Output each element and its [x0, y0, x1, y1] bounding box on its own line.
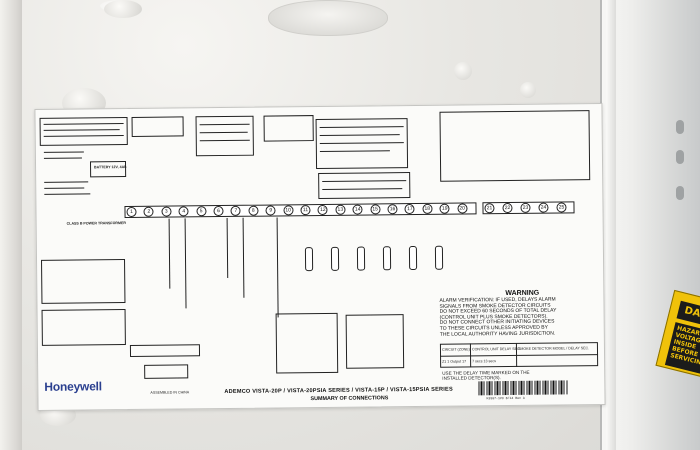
wire [242, 217, 245, 298]
table-cell-delay: 7 secs 13 secs [472, 359, 496, 364]
terminal-24: 24 [538, 202, 549, 213]
terminal-3: 3 [161, 206, 172, 217]
text-line [43, 157, 82, 159]
text-line [43, 151, 84, 153]
terminal-8: 8 [248, 205, 259, 216]
wire [276, 217, 279, 318]
terminal-6: 6 [213, 206, 224, 217]
note-box [131, 116, 184, 137]
terminal-22: 22 [502, 202, 513, 214]
note-box [263, 115, 314, 142]
class-b-transformer-note: CLASS B POWER TRANSFORMER [66, 221, 126, 226]
wire [168, 218, 171, 289]
summary-title: SUMMARY OF CONNECTIONS [310, 395, 389, 403]
cabinet-side-lip [0, 0, 22, 450]
text-line [44, 193, 91, 195]
zone-resistor [408, 245, 418, 271]
terminal-21: 21 [484, 203, 495, 214]
terminal-1: 1 [126, 206, 137, 218]
terminal-10: 10 [283, 205, 294, 216]
text-line [44, 187, 85, 189]
terminal-20: 20 [457, 203, 468, 214]
honeywell-logo: Honeywell [44, 379, 102, 394]
zone-resistor [356, 246, 366, 271]
table-header-control: CONTROL UNIT DELAY SEC. [471, 346, 521, 352]
terminal-11: 11 [300, 205, 311, 216]
barcode [478, 380, 569, 396]
note-box [41, 259, 126, 304]
text-line [44, 181, 89, 183]
terminal-16: 16 [387, 204, 398, 215]
battery-note: BATTERY 12V, 4Ah [94, 165, 127, 170]
terminal-23: 23 [520, 202, 531, 213]
danger-sticker-body: HAZARDOUS VOLTAGE INSIDE BEFORE SERVICIN… [664, 322, 700, 377]
power-diagram-box [345, 314, 405, 369]
note-box [41, 309, 126, 346]
table-cell-zone: Z1 1 Output 17 [442, 359, 467, 364]
warning-text: ALARM VERIFICATION: IF USED, DELAYS ALAR… [439, 296, 557, 338]
note-box [144, 364, 189, 379]
barcode-text: K3907-1V3 8/14 Rev A [486, 395, 525, 401]
use-delay-note: USE THE DELAY TIME MARKED ON THE INSTALL… [442, 369, 530, 381]
series-title: ADEMCO VISTA-20P / VISTA-20PSIA SERIES /… [224, 386, 453, 396]
door-edge [606, 0, 616, 450]
table-header-smoke: SMOKE DETECTOR MODEL / DELAY SEC. [517, 346, 590, 351]
knockout-hole [454, 62, 472, 80]
terminal-13: 13 [335, 204, 346, 215]
door-hinge-hole [676, 186, 684, 200]
table-header-circuit: CIRCUIT (ZONE) [441, 347, 470, 352]
door-hinge-hole [676, 150, 684, 164]
knockout-slot [268, 0, 388, 36]
zone-resistor [434, 245, 444, 270]
knockout-hole [520, 82, 536, 98]
knockout-hole [104, 0, 142, 18]
terminal-15: 15 [370, 204, 381, 215]
terminal-25: 25 [556, 202, 567, 213]
wire [226, 217, 229, 278]
note-box [195, 115, 254, 157]
zone-resistor [304, 247, 314, 272]
keypad-wiring-box [275, 312, 339, 374]
wire [184, 218, 187, 309]
terminal-18: 18 [422, 203, 433, 214]
terminal-5: 5 [196, 206, 207, 217]
note-box [129, 344, 201, 357]
door-hinge-hole [676, 120, 684, 134]
zone-resistor [330, 246, 340, 271]
note-box [39, 117, 128, 146]
smoke-detector-diagram-box [439, 110, 591, 182]
zone-resistor [382, 246, 392, 271]
note-box [318, 172, 411, 200]
assembled-in-note: ASSEMBLED IN CHINA [150, 390, 190, 395]
